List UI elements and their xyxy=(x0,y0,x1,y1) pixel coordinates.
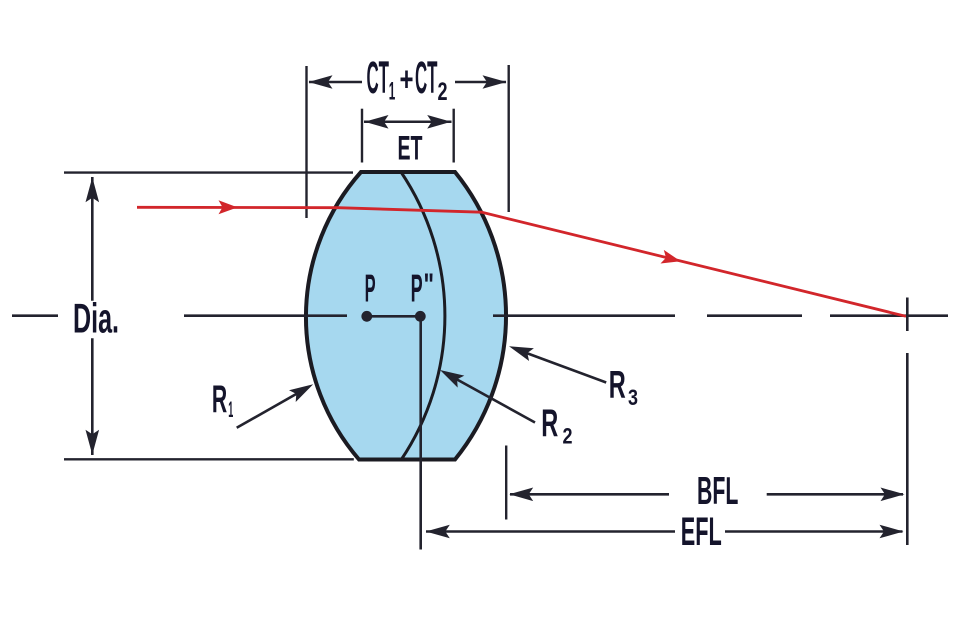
svg-text:R: R xyxy=(609,364,626,407)
svg-text:Dia.: Dia. xyxy=(73,296,119,342)
svg-text:ET: ET xyxy=(398,130,423,168)
svg-text:2: 2 xyxy=(438,78,448,106)
svg-text:CT: CT xyxy=(367,52,390,103)
svg-text:EFL: EFL xyxy=(681,510,722,554)
svg-text:": " xyxy=(424,267,435,303)
svg-text:R: R xyxy=(541,402,558,445)
svg-text:R: R xyxy=(212,378,227,421)
svg-text:+: + xyxy=(400,61,414,99)
svg-text:2: 2 xyxy=(563,424,573,449)
svg-text:P: P xyxy=(365,267,376,310)
svg-text:1: 1 xyxy=(389,78,396,106)
svg-text:1: 1 xyxy=(228,397,233,422)
svg-text:CT: CT xyxy=(415,52,438,103)
svg-text:BFL: BFL xyxy=(697,470,738,513)
svg-text:3: 3 xyxy=(628,385,638,410)
svg-text:P: P xyxy=(411,267,423,310)
